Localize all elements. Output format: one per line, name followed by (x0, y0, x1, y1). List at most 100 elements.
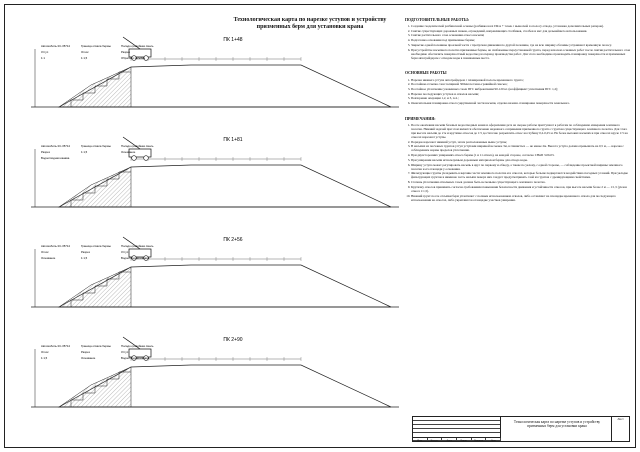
section-annotation: Автомобиль КС-35714 (41, 44, 70, 48)
notes-heading: ПРИМЕЧАНИЯ: (405, 116, 436, 121)
section-annotation: Откос (41, 350, 49, 354)
crane-wheel (143, 55, 149, 61)
section-annotation: Граница отвала бермы (81, 244, 111, 248)
main-item-5: Повторение операции 1,2, и 3, п.4.; (411, 96, 631, 100)
step-line (82, 392, 95, 400)
main-heading: ОСНОВНЫЕ РАБОТЫ (405, 71, 447, 76)
step-line (118, 371, 131, 379)
crane-wheel (143, 355, 149, 361)
crane-boom (122, 36, 141, 50)
step-line (118, 71, 131, 79)
note-item-10: Нижний грунт после отсыпки берм уплотняю… (411, 194, 631, 202)
crane-boom (122, 236, 141, 250)
title-block-col-1: Изм. (413, 438, 428, 442)
title-block-name: Технологическая карта по нарезке уступов… (513, 420, 601, 429)
crane-wheel (143, 255, 149, 261)
step-line (106, 178, 119, 186)
title-block-col-6: Дата (486, 438, 502, 442)
step-line (70, 199, 83, 207)
note-item-1: После окончания насыпи базовых водоотвод… (411, 123, 631, 139)
section-annotation: Уступ (121, 350, 129, 354)
crane-wheel (131, 55, 137, 61)
crane-wheel (143, 155, 149, 161)
section-annotation: Водоотводная канава (121, 256, 150, 260)
section-annotation: Автомобиль КС-35714 (41, 344, 70, 348)
main-item-3: Послойное уплотнение уложенных слоев ПГС… (411, 87, 631, 91)
crane-wheel (131, 355, 137, 361)
section-annotation: Откос (41, 250, 49, 254)
section-annotation: Граница отвала бермы (81, 144, 111, 148)
notes-list: После окончания насыпи базовых водоотвод… (411, 123, 631, 202)
step-line (70, 99, 83, 107)
note-item-4: При двухсторонних уширениях откоса бермы… (411, 153, 631, 157)
section-annotation: Уступ (41, 50, 49, 54)
note-item-9: Крутизну откосов принимать согласно треб… (411, 185, 631, 193)
main-list: Нарезка нижнего уступа автогрейдером с п… (411, 78, 631, 106)
step-line (118, 171, 131, 179)
note-item-5: При уширении насыпи используемым дорожны… (411, 158, 631, 162)
prep-item-5: Закрытие одной половины проезжей части с… (411, 43, 631, 47)
section-annotation: Посадо-гравийная смесь (121, 344, 154, 348)
drawing-sheet: Технологическая карта по нарезке уступов… (4, 4, 636, 448)
prep-list: Создание геодезической разбивочной основ… (411, 24, 631, 60)
section-annotation: Основание (41, 256, 56, 260)
step-line (82, 92, 95, 100)
prep-item-3: Снятие растительного слоя основания отко… (411, 33, 631, 37)
section-annotation: Разрез (41, 150, 51, 154)
note-item-6: Ширину уступа может регулировать насыпь … (411, 163, 631, 171)
section-annotation: Граница отвала бермы (81, 344, 111, 348)
section-annotation: 1:1 (41, 56, 45, 60)
section-pk-label: ПК 2+56 (223, 237, 242, 243)
step-line (118, 271, 131, 279)
notes-panel: ПОДГОТОВИТЕЛЬНЫЕ РАБОТЫ: Создание геодез… (405, 17, 631, 419)
section-annotation: 1:1,5 (81, 256, 88, 260)
section-annotation: Откос (81, 50, 89, 54)
section-annotation: Посадо-гравийная смесь (121, 44, 154, 48)
section-annotation: 1:1,5 (41, 356, 48, 360)
section-pk-label: ПК 1+81 (223, 137, 242, 143)
step-line (106, 278, 119, 286)
section-pk-label: ПК 1+48 (223, 37, 242, 43)
step-line (94, 185, 107, 193)
main-item-6: Окончательная планировка откоса укрупнен… (411, 101, 631, 105)
step-line (82, 292, 95, 300)
section-annotation: Уступ (121, 250, 129, 254)
crane-boom (122, 336, 141, 350)
prep-item-4: Подготовка основания под призменные берм… (411, 38, 631, 42)
step-line (82, 192, 95, 200)
section-pk-label: ПК 2+90 (223, 337, 242, 343)
prep-item-2: Снятие существующих дорожных знаков, огр… (411, 29, 631, 33)
section-annotation: Автомобиль КС-35714 (41, 144, 70, 148)
section-annotation: Разрез (81, 250, 91, 254)
section-annotation: Основание (121, 150, 136, 154)
section-annotation: 1:1,5 (81, 150, 88, 154)
section-annotation: Водоотводная канава (121, 356, 150, 360)
note-item-2: Порядок нарезают нижний уступ, затем рас… (411, 140, 631, 144)
step-line (94, 85, 107, 93)
section-annotation: Основание (81, 356, 96, 360)
step-line (94, 385, 107, 393)
title-block-sheet: Лист (611, 417, 629, 441)
step-line (70, 299, 83, 307)
note-item-3: В насыпях из песчаных грунтов уступ усту… (411, 144, 631, 152)
crane-wheel (131, 255, 137, 261)
crane-wheel (131, 155, 137, 161)
title-block-col-3: Лист (442, 438, 458, 442)
prep-item-6: При устройстве насыпного полотна призмен… (411, 48, 631, 60)
main-item-2: Послойная отсыпка слоя толщиной 300мм пе… (411, 82, 631, 86)
title-block-col-4: №док. (457, 438, 472, 442)
section-annotation: Посадо-гравийная смесь (121, 144, 154, 148)
title-block-col-5: Подпись (472, 438, 487, 442)
section-annotation: Автомобиль КС-35714 (41, 244, 70, 248)
drawing-title: Технологическая карта по нарезке уступов… (233, 17, 387, 30)
step-line (94, 285, 107, 293)
